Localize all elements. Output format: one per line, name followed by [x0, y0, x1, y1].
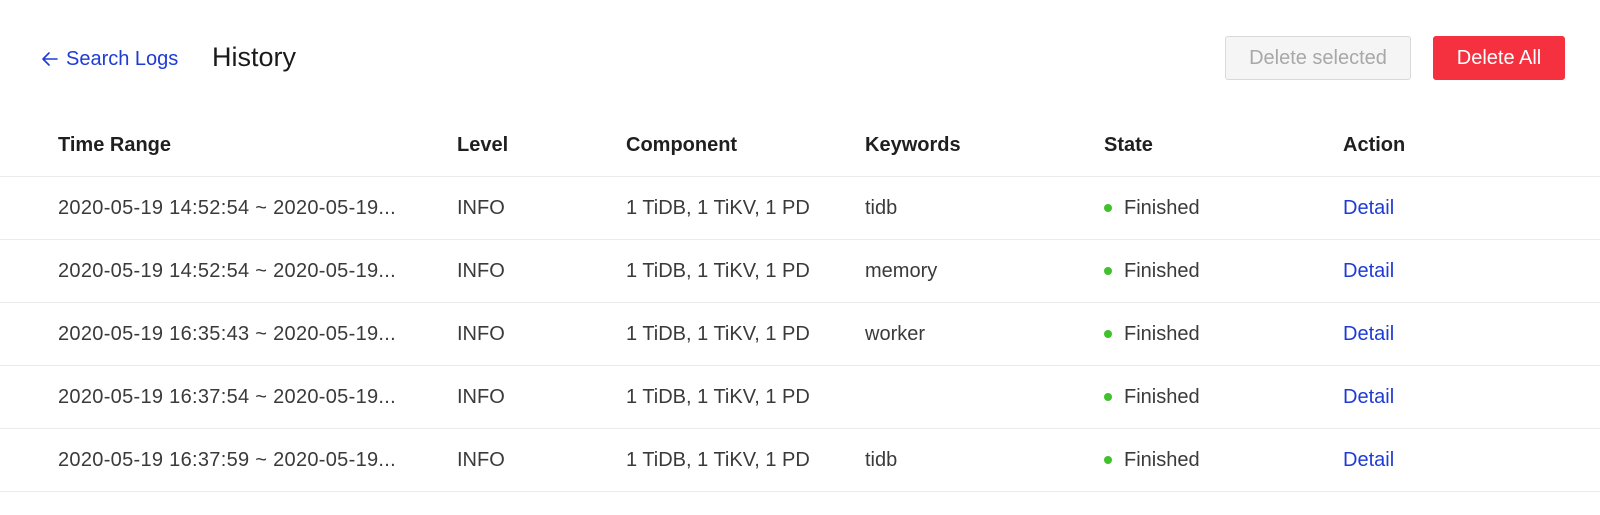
back-to-search-logs-link[interactable]: Search Logs [40, 47, 178, 71]
table-row[interactable]: 2020-05-19 14:52:54 ~ 2020-05-19... INFO… [0, 177, 1600, 240]
detail-link[interactable]: Detail [1343, 259, 1395, 282]
action-cell: Detail [1343, 177, 1543, 239]
delete-selected-button[interactable]: Delete selected [1225, 36, 1411, 80]
column-header-state: State [1104, 133, 1153, 156]
action-cell: Detail [1343, 303, 1543, 365]
component-cell: 1 TiDB, 1 TiKV, 1 PD [626, 385, 810, 408]
table-header-row: Time Range Level Component Keywords Stat… [0, 114, 1600, 177]
page-title: History [212, 42, 297, 72]
detail-link[interactable]: Detail [1343, 196, 1395, 219]
column-header-component: Component [626, 133, 738, 156]
action-cell: Detail [1343, 366, 1543, 428]
back-link-label: Search Logs [66, 47, 179, 70]
status-dot-icon [1104, 204, 1112, 212]
detail-link[interactable]: Detail [1343, 448, 1395, 471]
state-label: Finished [1124, 259, 1200, 282]
column-header-keywords: Keywords [865, 133, 961, 156]
state-label: Finished [1124, 196, 1200, 219]
time-range-text: 2020-05-19 16:37:59 ~ 2020-05-19... [58, 448, 396, 471]
state-label: Finished [1124, 322, 1200, 345]
action-cell: Detail [1343, 429, 1543, 491]
keywords-cell: worker [865, 322, 926, 345]
status-dot-icon [1104, 267, 1112, 275]
time-range-text: 2020-05-19 14:52:54 ~ 2020-05-19... [58, 196, 396, 219]
state-cell: Finished [1104, 303, 1324, 365]
state-cell: Finished [1104, 366, 1324, 428]
time-range-cell: 2020-05-19 16:37:59 ~ 2020-05-19... [58, 429, 430, 491]
state-cell: Finished [1104, 429, 1324, 491]
level-cell: INFO [457, 322, 505, 345]
delete-all-button[interactable]: Delete All [1433, 36, 1565, 80]
state-label: Finished [1124, 448, 1200, 471]
component-cell: 1 TiDB, 1 TiKV, 1 PD [626, 196, 810, 219]
time-range-cell: 2020-05-19 16:37:54 ~ 2020-05-19... [58, 366, 430, 428]
keywords-cell [865, 366, 1085, 428]
action-cell: Detail [1343, 240, 1543, 302]
state-cell: Finished [1104, 240, 1324, 302]
table-row[interactable]: 2020-05-19 16:37:54 ~ 2020-05-19... INFO… [0, 366, 1600, 429]
detail-link[interactable]: Detail [1343, 322, 1395, 345]
column-header-time-range: Time Range [58, 133, 171, 156]
status-dot-icon [1104, 330, 1112, 338]
component-cell: 1 TiDB, 1 TiKV, 1 PD [626, 259, 810, 282]
time-range-text: 2020-05-19 16:35:43 ~ 2020-05-19... [58, 322, 396, 345]
level-cell: INFO [457, 385, 505, 408]
keywords-cell: tidb [865, 196, 898, 219]
time-range-cell: 2020-05-19 16:35:43 ~ 2020-05-19... [58, 303, 430, 365]
table-row[interactable]: 2020-05-19 16:37:59 ~ 2020-05-19... INFO… [0, 429, 1600, 492]
keywords-cell: memory [865, 259, 938, 282]
time-range-text: 2020-05-19 16:37:54 ~ 2020-05-19... [58, 385, 396, 408]
history-table: Time Range Level Component Keywords Stat… [0, 114, 1600, 492]
page-header: Search Logs History Delete selected Dele… [0, 0, 1600, 120]
time-range-cell: 2020-05-19 14:52:54 ~ 2020-05-19... [58, 240, 430, 302]
detail-link[interactable]: Detail [1343, 385, 1395, 408]
time-range-cell: 2020-05-19 14:52:54 ~ 2020-05-19... [58, 177, 430, 239]
state-cell: Finished [1104, 177, 1324, 239]
level-cell: INFO [457, 259, 505, 282]
component-cell: 1 TiDB, 1 TiKV, 1 PD [626, 448, 810, 471]
state-label: Finished [1124, 385, 1200, 408]
table-row[interactable]: 2020-05-19 16:35:43 ~ 2020-05-19... INFO… [0, 303, 1600, 366]
column-header-level: Level [457, 133, 509, 156]
level-cell: INFO [457, 448, 505, 471]
status-dot-icon [1104, 456, 1112, 464]
time-range-text: 2020-05-19 14:52:54 ~ 2020-05-19... [58, 259, 396, 282]
arrow-left-icon [42, 52, 58, 66]
component-cell: 1 TiDB, 1 TiKV, 1 PD [626, 322, 810, 345]
level-cell: INFO [457, 196, 505, 219]
status-dot-icon [1104, 393, 1112, 401]
table-row[interactable]: 2020-05-19 14:52:54 ~ 2020-05-19... INFO… [0, 240, 1600, 303]
column-header-action: Action [1343, 133, 1406, 156]
keywords-cell: tidb [865, 448, 898, 471]
